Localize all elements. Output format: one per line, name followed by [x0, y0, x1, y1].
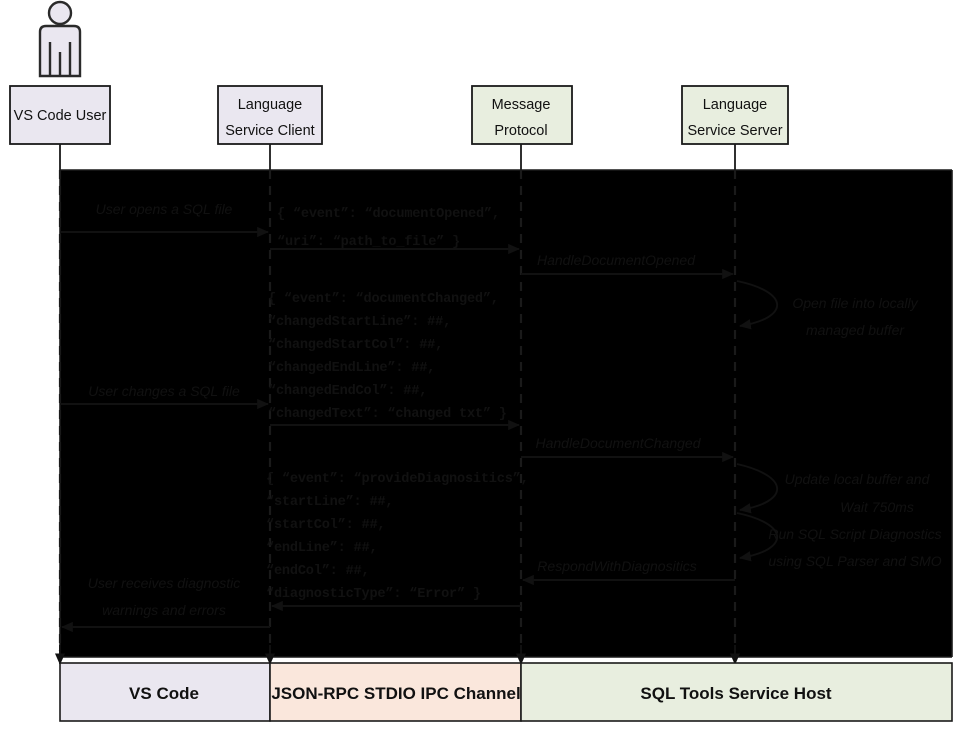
json-line: “changedEndLine”: ##, [268, 361, 435, 376]
json-line: “uri”: “path_to_file” } [277, 235, 460, 250]
participant-box[interactable] [9, 85, 111, 145]
actor-head-icon [47, 0, 73, 26]
band-outline [59, 169, 953, 658]
message-label: HandleDocumentOpened [537, 252, 696, 268]
self-loop-open-file-into-buffer: Open file into locally managed buffer [736, 280, 919, 338]
lifeline-terminators [54, 645, 741, 665]
json-line: “changedText”: “changed txt” } [268, 407, 507, 422]
message-user-opens-sql-file: User opens a SQL file [60, 201, 269, 238]
footer-box[interactable] [269, 662, 522, 722]
json-line: “changedStartCol”: ##, [268, 338, 443, 353]
self-loop-label-line1: Update local buffer and [785, 471, 931, 487]
participant-label-line2: Service Server [687, 123, 782, 139]
participant-box[interactable] [681, 85, 789, 145]
message-label: HandleDocumentChanged [536, 435, 702, 451]
lifelines [58, 144, 737, 651]
band-group [59, 169, 953, 658]
self-loop-run-sql-script-diagnostics: Run SQL Script Diagnostics using SQL Par… [736, 512, 942, 569]
footer-box-sql-tools-service-host[interactable]: SQL Tools Service Host [520, 662, 953, 722]
band-service-fill [521, 170, 952, 657]
band-ipc-fill [270, 170, 521, 657]
message-respond-with-diagnositics: RespondWithDiagnositics [522, 558, 735, 586]
message-handle-document-opened: HandleDocumentOpened [521, 252, 734, 280]
json-payload-document-opened: { “event”: “documentOpened”, “uri”: “pat… [277, 207, 500, 250]
json-line: { “event”: “documentChanged”, [268, 292, 499, 307]
participant-label-line2: Protocol [494, 123, 547, 139]
footer-box[interactable] [520, 662, 953, 722]
actor-legs-icon [48, 42, 72, 76]
participant-box[interactable] [471, 85, 573, 145]
participant-header-language-service-server[interactable]: Language Service Server [681, 85, 789, 145]
footer-label: JSON-RPC STDIO IPC Channel [271, 684, 520, 703]
json-line: “endLine”: ##, [266, 541, 377, 556]
footer-box-vs-code[interactable]: VS Code [59, 662, 271, 722]
message-label: RespondWithDiagnositics [537, 558, 696, 574]
self-loop-label-line1: Open file into locally [792, 295, 918, 311]
participant-header-message-protocol[interactable]: Message Protocol [471, 85, 573, 145]
self-loop-label-line2: using SQL Parser and SMO [768, 553, 941, 569]
json-payload-document-changed: { “event”: “documentChanged”, “changedSt… [268, 292, 507, 422]
participant-label-line1: Language [703, 97, 768, 113]
self-loop-label-line2: Wait 750ms [840, 499, 914, 515]
user-receives-note-line2: warnings and errors [102, 602, 226, 618]
participant-header-vs-code-user[interactable]: VS Code User [9, 85, 111, 145]
footer-box[interactable] [59, 662, 271, 722]
footer-label: SQL Tools Service Host [640, 684, 831, 703]
band-vscode-fill [60, 170, 270, 657]
self-loop-label-line2: managed buffer [806, 322, 905, 338]
participant-header-language-service-client[interactable]: Language Service Client [217, 85, 323, 145]
json-line: “changedStartLine”: ##, [268, 315, 451, 330]
vs-code-user-actor [38, 0, 82, 78]
json-line: { “event”: “provideDiagnositics”, [266, 472, 529, 487]
self-loop-update-buffer-and-wait: Update local buffer and Wait 750ms [736, 463, 931, 515]
self-loop-curve [736, 463, 779, 514]
json-line: “diagnosticType”: “Error” } [266, 587, 481, 602]
self-loop-curve [736, 280, 779, 330]
json-line: “startCol”: ##, [266, 518, 385, 533]
user-receives-note-line1: User receives diagnostic [88, 575, 241, 591]
json-payload-provide-diagnositics: { “event”: “provideDiagnositics”, “start… [266, 472, 529, 602]
participant-label-line2: Service Client [225, 123, 314, 139]
footer-label: VS Code [129, 684, 199, 703]
json-line: “startLine”: ##, [266, 495, 393, 510]
message-label: User changes a SQL file [88, 383, 240, 399]
json-line: “changedEndCol”: ##, [268, 384, 427, 399]
self-loop-curve [736, 512, 779, 562]
participant-box[interactable] [217, 85, 323, 145]
self-loop-label-line1: Run SQL Script Diagnostics [768, 526, 941, 542]
participant-label-line1: Message [492, 97, 551, 113]
participant-label-line1: VS Code User [14, 108, 107, 124]
json-line: “endCol”: ##, [266, 564, 369, 579]
message-user-receives-diagnostics: User receives diagnostic warnings and er… [61, 575, 270, 633]
participant-label-line1: Language [238, 97, 303, 113]
message-handle-document-changed: HandleDocumentChanged [521, 435, 734, 463]
message-user-changes-sql-file: User changes a SQL file [60, 383, 269, 410]
message-label: User opens a SQL file [96, 201, 233, 217]
json-line: { “event”: “documentOpened”, [277, 207, 500, 222]
footer-box-json-rpc-stdio-ipc-channel[interactable]: JSON-RPC STDIO IPC Channel [269, 662, 522, 722]
